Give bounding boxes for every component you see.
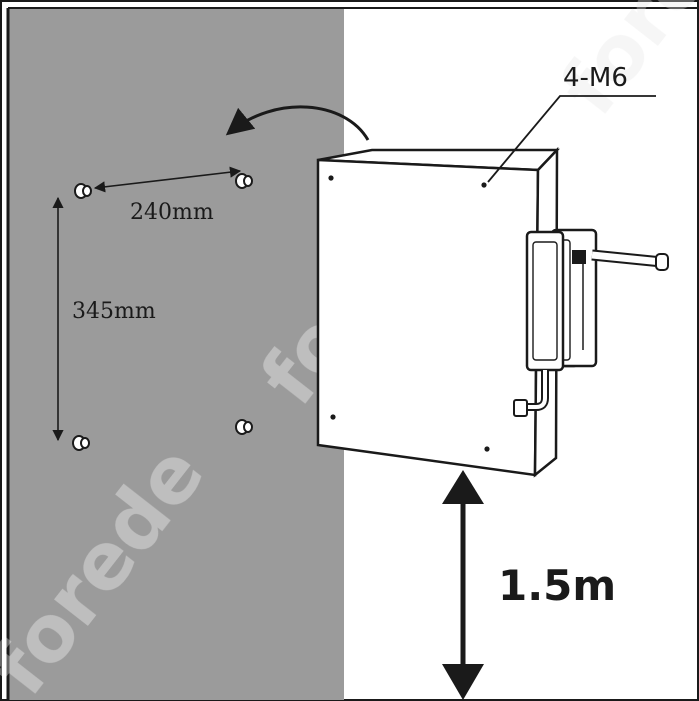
side-actuator [513,228,598,417]
width-dimension-label: 240mm [130,200,214,225]
mount-callout-label: 4-M6 [563,63,628,93]
wall-bolt-top-right [235,173,253,189]
rod-handle [591,249,669,271]
width-dimension-line [93,166,242,193]
move-arrow [225,105,370,141]
floor-height-label: 1.5m [498,561,616,610]
floor-height-arrow [442,470,484,700]
wall-surface [8,8,344,700]
mount-callout-leader [487,95,656,183]
control-box [316,146,560,478]
height-dimension-label: 345mm [72,299,156,324]
wall-bolt-top-left [74,183,92,199]
wall-bolt-bottom-left [72,435,90,451]
wall-bolt-bottom-right [235,419,253,435]
